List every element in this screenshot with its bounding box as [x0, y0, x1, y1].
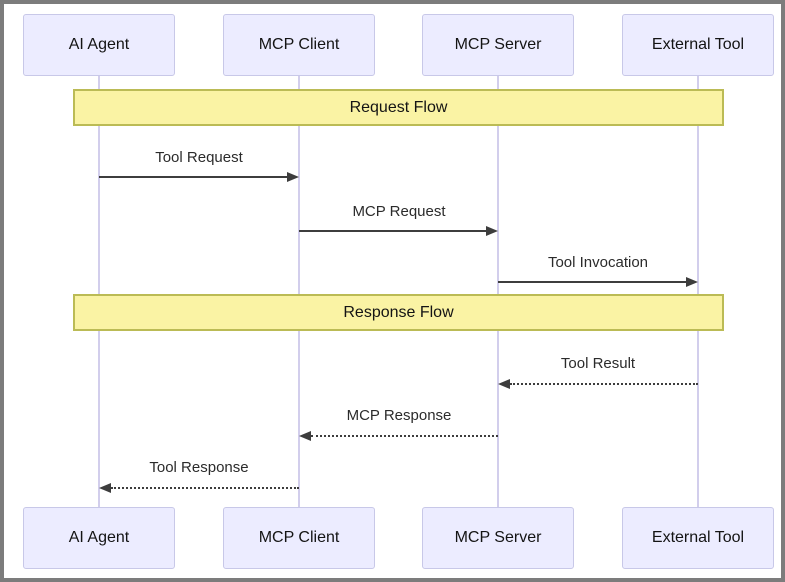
arrowhead-left-icon — [299, 431, 311, 441]
message-label-tool-invocation: Tool Invocation — [547, 254, 649, 271]
actor-label: External Tool — [651, 36, 745, 53]
arrowhead-left-icon — [498, 379, 510, 389]
arrowhead-right-icon — [287, 172, 299, 182]
section-banner-response-flow: Response Flow — [73, 294, 724, 331]
message-label-tool-result: Tool Result — [560, 355, 636, 372]
message-line-tool-invocation — [498, 281, 686, 283]
actor-bottom-mcp-client: MCP Client — [223, 507, 375, 569]
section-banner-label: Response Flow — [343, 303, 454, 321]
lifeline-mcp-client — [298, 76, 300, 507]
actor-top-external-tool: External Tool — [622, 14, 774, 76]
message-line-tool-response — [111, 487, 299, 489]
actor-label: MCP Server — [454, 529, 542, 546]
message-line-tool-result — [510, 383, 698, 385]
arrowhead-left-icon — [99, 483, 111, 493]
actor-label: AI Agent — [68, 529, 130, 546]
actor-label: AI Agent — [68, 36, 130, 53]
lifeline-mcp-server — [497, 76, 499, 507]
message-label-mcp-request: MCP Request — [352, 203, 446, 220]
message-label-tool-response: Tool Response — [149, 459, 249, 476]
actor-top-ai-agent: AI Agent — [23, 14, 175, 76]
actor-top-mcp-server: MCP Server — [422, 14, 574, 76]
message-label-tool-request: Tool Request — [155, 149, 243, 166]
actor-label: MCP Server — [454, 36, 542, 53]
actor-bottom-external-tool: External Tool — [622, 507, 774, 569]
section-banner-request-flow: Request Flow — [73, 89, 724, 126]
actor-top-mcp-client: MCP Client — [223, 14, 375, 76]
actor-label: MCP Client — [258, 529, 340, 546]
section-banner-label: Request Flow — [349, 98, 448, 116]
actor-bottom-ai-agent: AI Agent — [23, 507, 175, 569]
actor-bottom-mcp-server: MCP Server — [422, 507, 574, 569]
arrowhead-right-icon — [686, 277, 698, 287]
message-line-mcp-response — [311, 435, 498, 437]
actor-label: External Tool — [651, 529, 745, 546]
lifeline-external-tool — [697, 76, 699, 507]
message-line-tool-request — [99, 176, 287, 178]
message-line-mcp-request — [299, 230, 486, 232]
message-label-mcp-response: MCP Response — [346, 407, 452, 424]
lifeline-ai-agent — [98, 76, 100, 507]
actor-label: MCP Client — [258, 36, 340, 53]
arrowhead-right-icon — [486, 226, 498, 236]
